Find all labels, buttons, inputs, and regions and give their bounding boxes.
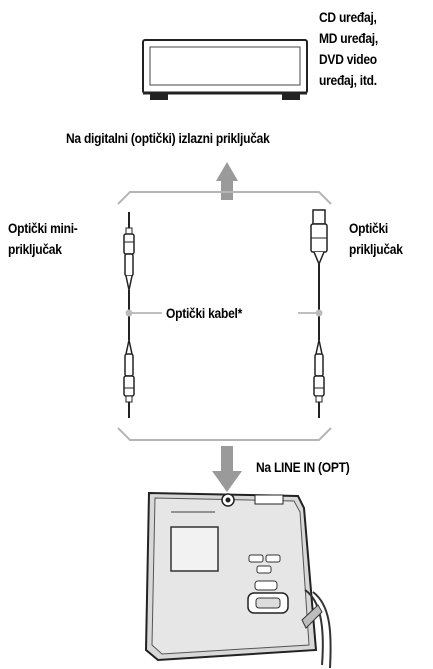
top-bracket — [117, 191, 332, 205]
source-device-line-4: uređaj, itd. — [319, 72, 377, 88]
source-device-line-3: DVD video — [319, 51, 377, 67]
optical-mini-plug-label: Optički mini- priključak — [8, 218, 78, 260]
source-device-line-1: CD uređaj, — [319, 9, 377, 25]
digital-output-label: Na digitalni (optički) izlazni priključa… — [66, 130, 270, 146]
line-in-label: Na LINE IN (OPT) — [256, 459, 350, 475]
arrow-up-icon — [216, 162, 238, 200]
bottom-bracket — [117, 427, 332, 441]
optical-mini-cable-icon — [123, 212, 135, 418]
optical-plug-label: Optički priključak — [349, 218, 403, 260]
optical-plug-line-1: Optički — [349, 220, 389, 236]
optical-mini-plug-line-2: priključak — [8, 241, 62, 257]
md-walkman-icon — [144, 491, 332, 669]
arrow-down-icon — [212, 446, 242, 492]
optical-plug-line-2: priključak — [349, 241, 403, 257]
optical-cable-label: Optički kabel* — [166, 305, 243, 321]
optical-mini-plug-line-1: Optički mini- — [8, 220, 78, 236]
source-device-icon — [142, 39, 308, 100]
source-devices-label: CD uređaj, MD uređaj, DVD video uređaj, … — [319, 7, 378, 91]
optical-cable-icon — [310, 209, 328, 418]
source-device-line-2: MD uređaj, — [319, 30, 378, 46]
